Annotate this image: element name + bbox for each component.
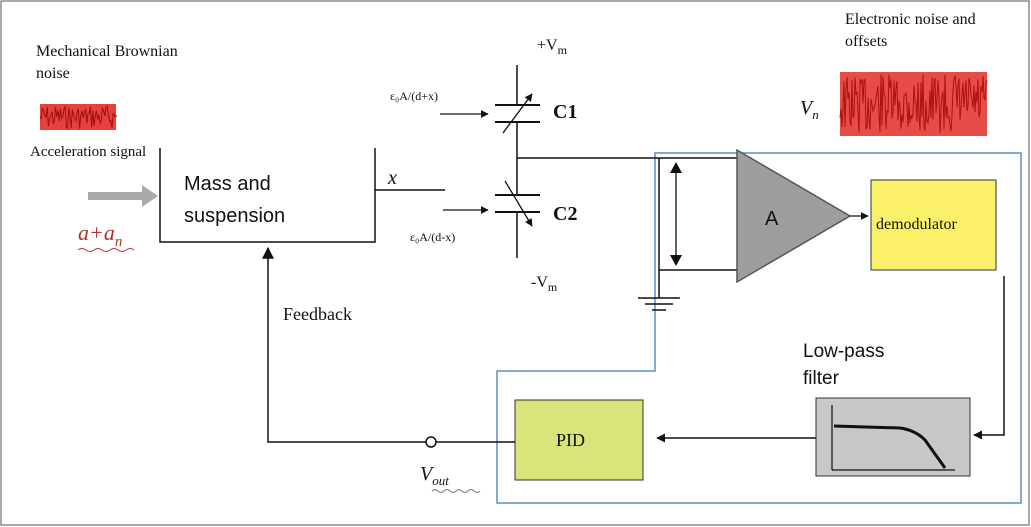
vn-label: Vn bbox=[800, 97, 819, 122]
lowpass-label-line1: Low-pass bbox=[803, 341, 884, 362]
spellcheck-squiggle bbox=[77, 248, 135, 252]
c1-capacitance-formula: ε₀A/(d+x) bbox=[390, 89, 438, 103]
mass-suspension-block bbox=[159, 148, 376, 243]
vout-label: Vout bbox=[420, 463, 449, 488]
ground-icon bbox=[638, 297, 680, 311]
electronic-noise-label-line1: Electronic noise and bbox=[845, 11, 976, 28]
feedback-wire bbox=[262, 246, 426, 443]
mass-block-label-line1: Mass and bbox=[184, 173, 271, 195]
vout-node bbox=[425, 436, 437, 448]
filter-response-icon bbox=[831, 405, 955, 471]
lowpass-label-line2: filter bbox=[803, 368, 840, 389]
electronic-noise-waveform bbox=[839, 72, 988, 136]
minus-vm-label: -Vm bbox=[531, 274, 558, 294]
mech-noise-label-line1: Mechanical Brownian bbox=[36, 43, 178, 60]
pid-block bbox=[514, 399, 644, 481]
pid-label: PID bbox=[556, 430, 585, 450]
mass-block-label-line2: suspension bbox=[184, 205, 285, 227]
electronic-noise-label-line2: offsets bbox=[845, 33, 887, 50]
demodulator-label: demodulator bbox=[876, 216, 958, 233]
mechanical-noise-waveform bbox=[39, 104, 118, 130]
acceleration-input-label: a+an bbox=[78, 220, 122, 250]
c1-label: C1 bbox=[553, 101, 577, 123]
acceleration-signal-label: Acceleration signal bbox=[30, 144, 146, 160]
c2-label: C2 bbox=[553, 203, 577, 225]
plus-vm-label: +Vm bbox=[537, 37, 568, 57]
electronics-frame bbox=[496, 152, 1022, 504]
demod-to-filter-wire bbox=[973, 276, 1005, 440]
amplifier-label: A bbox=[765, 208, 779, 230]
c2-capacitance-formula: ε₀A/(d-x) bbox=[410, 230, 455, 244]
demodulator-block bbox=[870, 179, 997, 271]
displacement-x-label: x bbox=[387, 167, 397, 189]
feedback-label: Feedback bbox=[283, 304, 352, 324]
amplifier-block bbox=[736, 148, 852, 284]
input-arrow-icon bbox=[88, 185, 158, 207]
capacitor-c2 bbox=[495, 180, 540, 227]
lowpass-filter-block bbox=[815, 397, 971, 477]
capacitor-c1 bbox=[495, 93, 540, 134]
mech-noise-label-line2: noise bbox=[36, 65, 70, 82]
